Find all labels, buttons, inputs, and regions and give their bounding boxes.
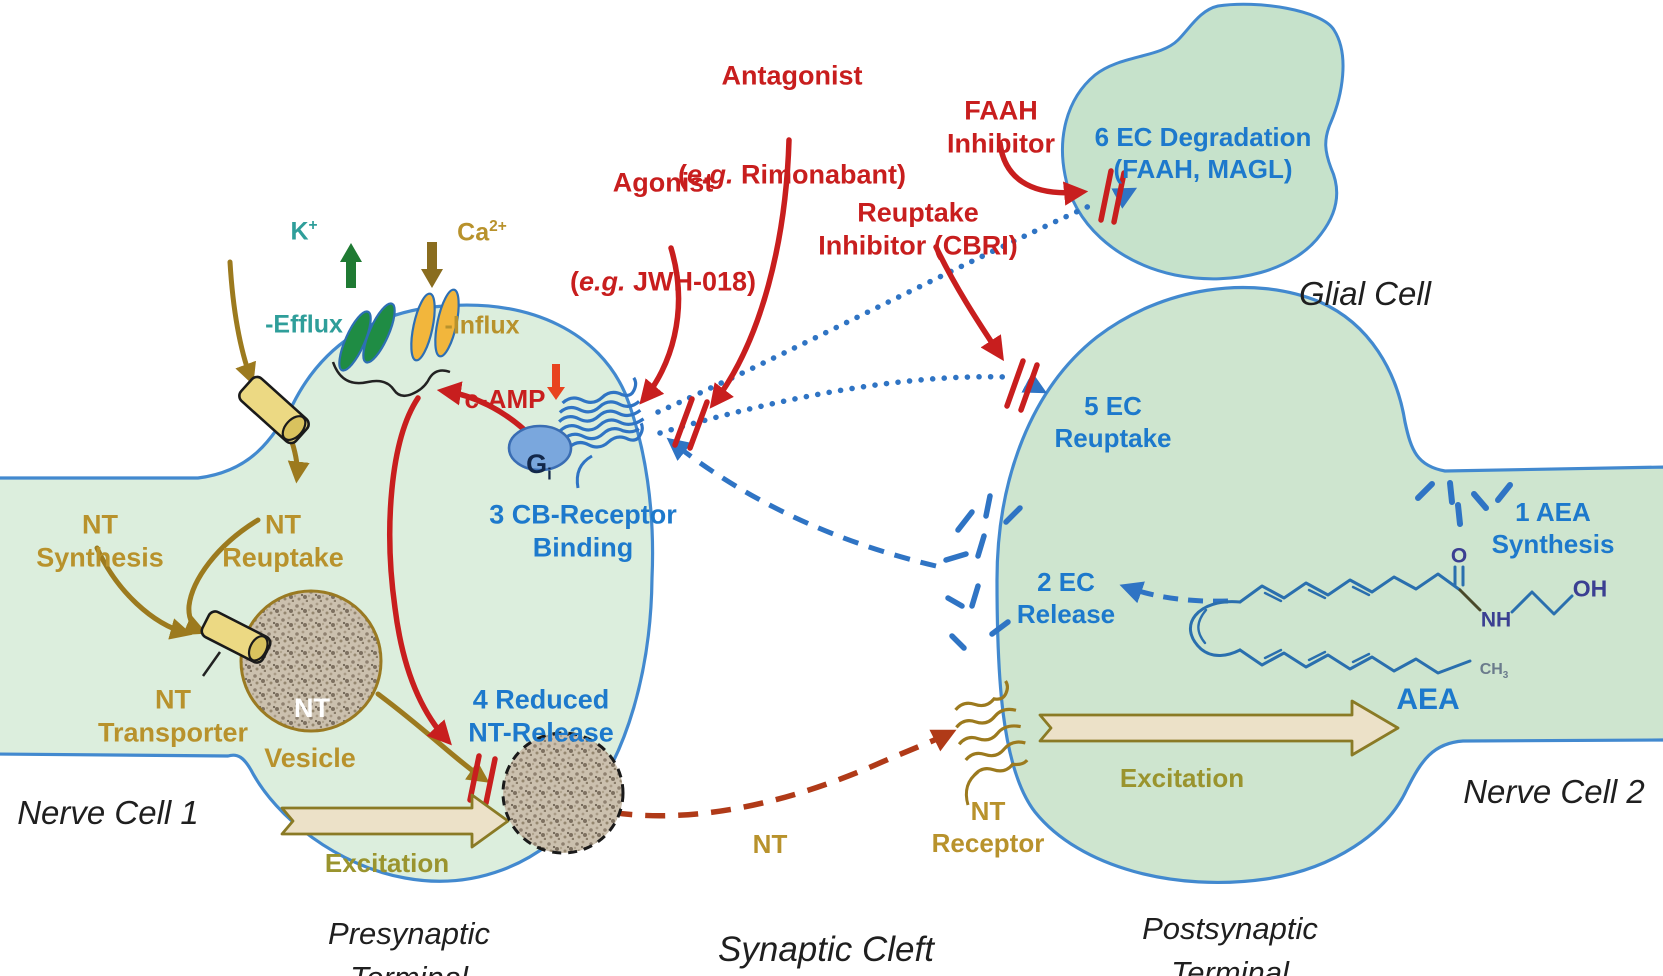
excitation-arrow-left-icon: [280, 793, 510, 849]
glial-cell-shape: [1061, 2, 1345, 281]
nt-release-vesicle-icon: [501, 731, 625, 855]
agonist-arrow: [639, 245, 682, 405]
aea-structure-icon: [1188, 565, 1574, 675]
aea-name-label: AEA: [1396, 683, 1460, 716]
antagonist-arrow: [709, 137, 792, 409]
aea-oxygen-label: O: [1450, 544, 1468, 568]
nt-in-vesicle-label: NT: [294, 693, 330, 723]
nt-uptake-arrow: [227, 259, 256, 386]
aea-synthesis-burst-icon: [1415, 480, 1513, 527]
cb-receptor-tail: [575, 454, 593, 489]
nt-receptor-icon: [954, 680, 1029, 777]
inhibition-slash-icons: [467, 168, 1127, 806]
ec-binding-arrow: [666, 437, 937, 569]
aea-ch3-label: CH3: [1479, 661, 1509, 682]
camp-down-arrow-icon: [547, 364, 565, 400]
nt-transporter-vesicle-icon: [200, 610, 272, 664]
red-arrows: [387, 137, 1089, 746]
excitation-right-label: Excitation: [1119, 763, 1245, 793]
ca-influx-label: Ca2+ -Influx: [444, 218, 520, 340]
transporter-pointer-line: [201, 651, 222, 677]
vesicle-label: Vesicle: [264, 743, 356, 773]
reuptake-inhibitor-arrow: [933, 244, 1004, 362]
nt-reuptake-arrow: [182, 517, 261, 636]
gi-protein-icon: [507, 424, 573, 472]
nt-into-cell-arrow: [287, 439, 310, 484]
nt-in-cleft-label: NT: [752, 829, 788, 859]
faah-block-slash-icon: [1098, 168, 1127, 225]
agonist-label: Agonist (e.g. JWH-018): [569, 167, 757, 297]
antagonist-block-slash-icon: [672, 396, 710, 451]
glial-cell-label: Glial Cell: [1298, 275, 1432, 312]
aea-release-arrow: [1119, 581, 1229, 604]
ec-reuptake-postsynaptic-path: [657, 372, 1048, 436]
potassium-channel-icon: [338, 302, 396, 372]
excitation-left-label: Excitation: [324, 848, 450, 878]
camp-label: c-AMP: [464, 384, 546, 414]
nt-diffusion-arrow: [579, 729, 957, 819]
nt-synthesis-arrow: [94, 545, 193, 640]
ca-influx-arrow-icon: [421, 242, 443, 288]
reuptake-block-slash-icon: [1004, 358, 1040, 413]
aea-nh-label: NH: [1480, 608, 1512, 632]
k-efflux-arrow-icon: [340, 243, 362, 288]
nt-release-inhibition-arrow: [387, 395, 452, 746]
gi-protein-label: Gi: [526, 449, 552, 484]
nt-transporter-membrane-icon: [238, 375, 310, 445]
k-efflux-label: K+ -Efflux: [265, 217, 343, 339]
presynaptic-terminal-label: PresynapticTerminal: [328, 916, 490, 976]
ec-release-burst-icon: [943, 493, 1023, 651]
aea-oh-label: OH: [1572, 575, 1608, 602]
faah-inhibitor-arrow: [997, 140, 1089, 206]
nerve-cell-2-label: Nerve Cell 2: [1463, 773, 1645, 810]
ec-degradation-label: 6 EC Degradation(FAAH, MAGL): [1094, 122, 1312, 184]
nerve-cell-1-label: Nerve Cell 1: [17, 794, 199, 831]
cb-receptor-icon: [558, 376, 645, 449]
antagonist-label: Antagonist (e.g. Rimonabant): [677, 60, 907, 190]
nt-receptor-tail: [964, 770, 979, 806]
excitation-arrow-right-icon: [1038, 699, 1400, 757]
synaptic-cleft-label: Synaptic Cleft: [718, 930, 934, 969]
nt-vesicle-icon: [239, 589, 383, 733]
calcium-channel-icon: [410, 288, 460, 362]
nt-release-block-slash-icon: [467, 753, 498, 806]
channel-bracket: [331, 361, 451, 398]
